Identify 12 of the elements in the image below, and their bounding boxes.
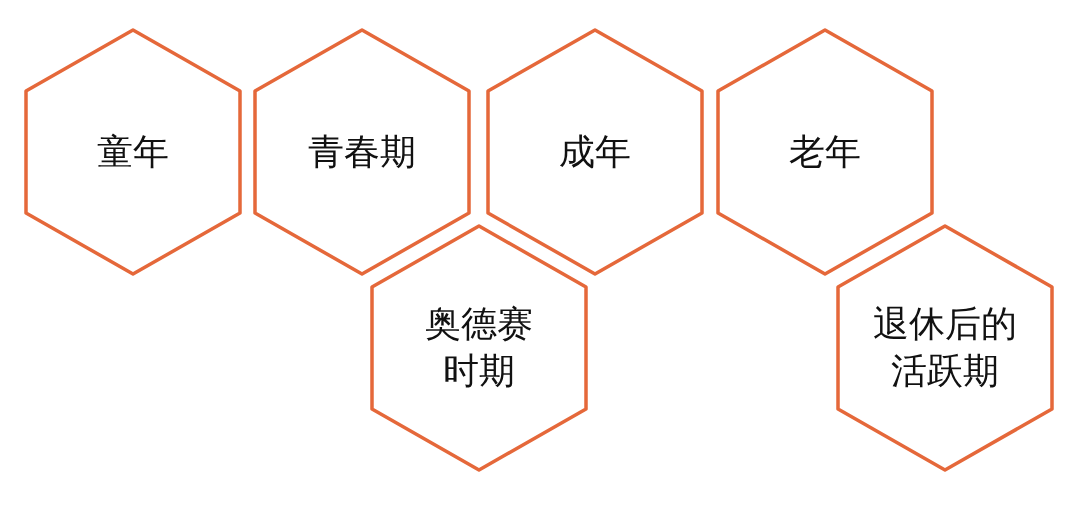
hexagon-node	[253, 28, 471, 276]
stage-label: 青春期	[307, 129, 417, 174]
hexagon-node	[370, 224, 588, 472]
hexagon-node	[836, 224, 1054, 472]
stage-label: 退休后的活跃期	[872, 302, 1018, 393]
stage-label: 奥德赛时期	[424, 302, 534, 393]
hexagon-node	[716, 28, 934, 276]
hexagon-node	[24, 28, 242, 276]
hexagon-node	[486, 28, 704, 276]
stage-label: 成年	[558, 129, 632, 174]
stage-label: 童年	[96, 129, 170, 174]
stage-label: 老年	[788, 129, 862, 174]
